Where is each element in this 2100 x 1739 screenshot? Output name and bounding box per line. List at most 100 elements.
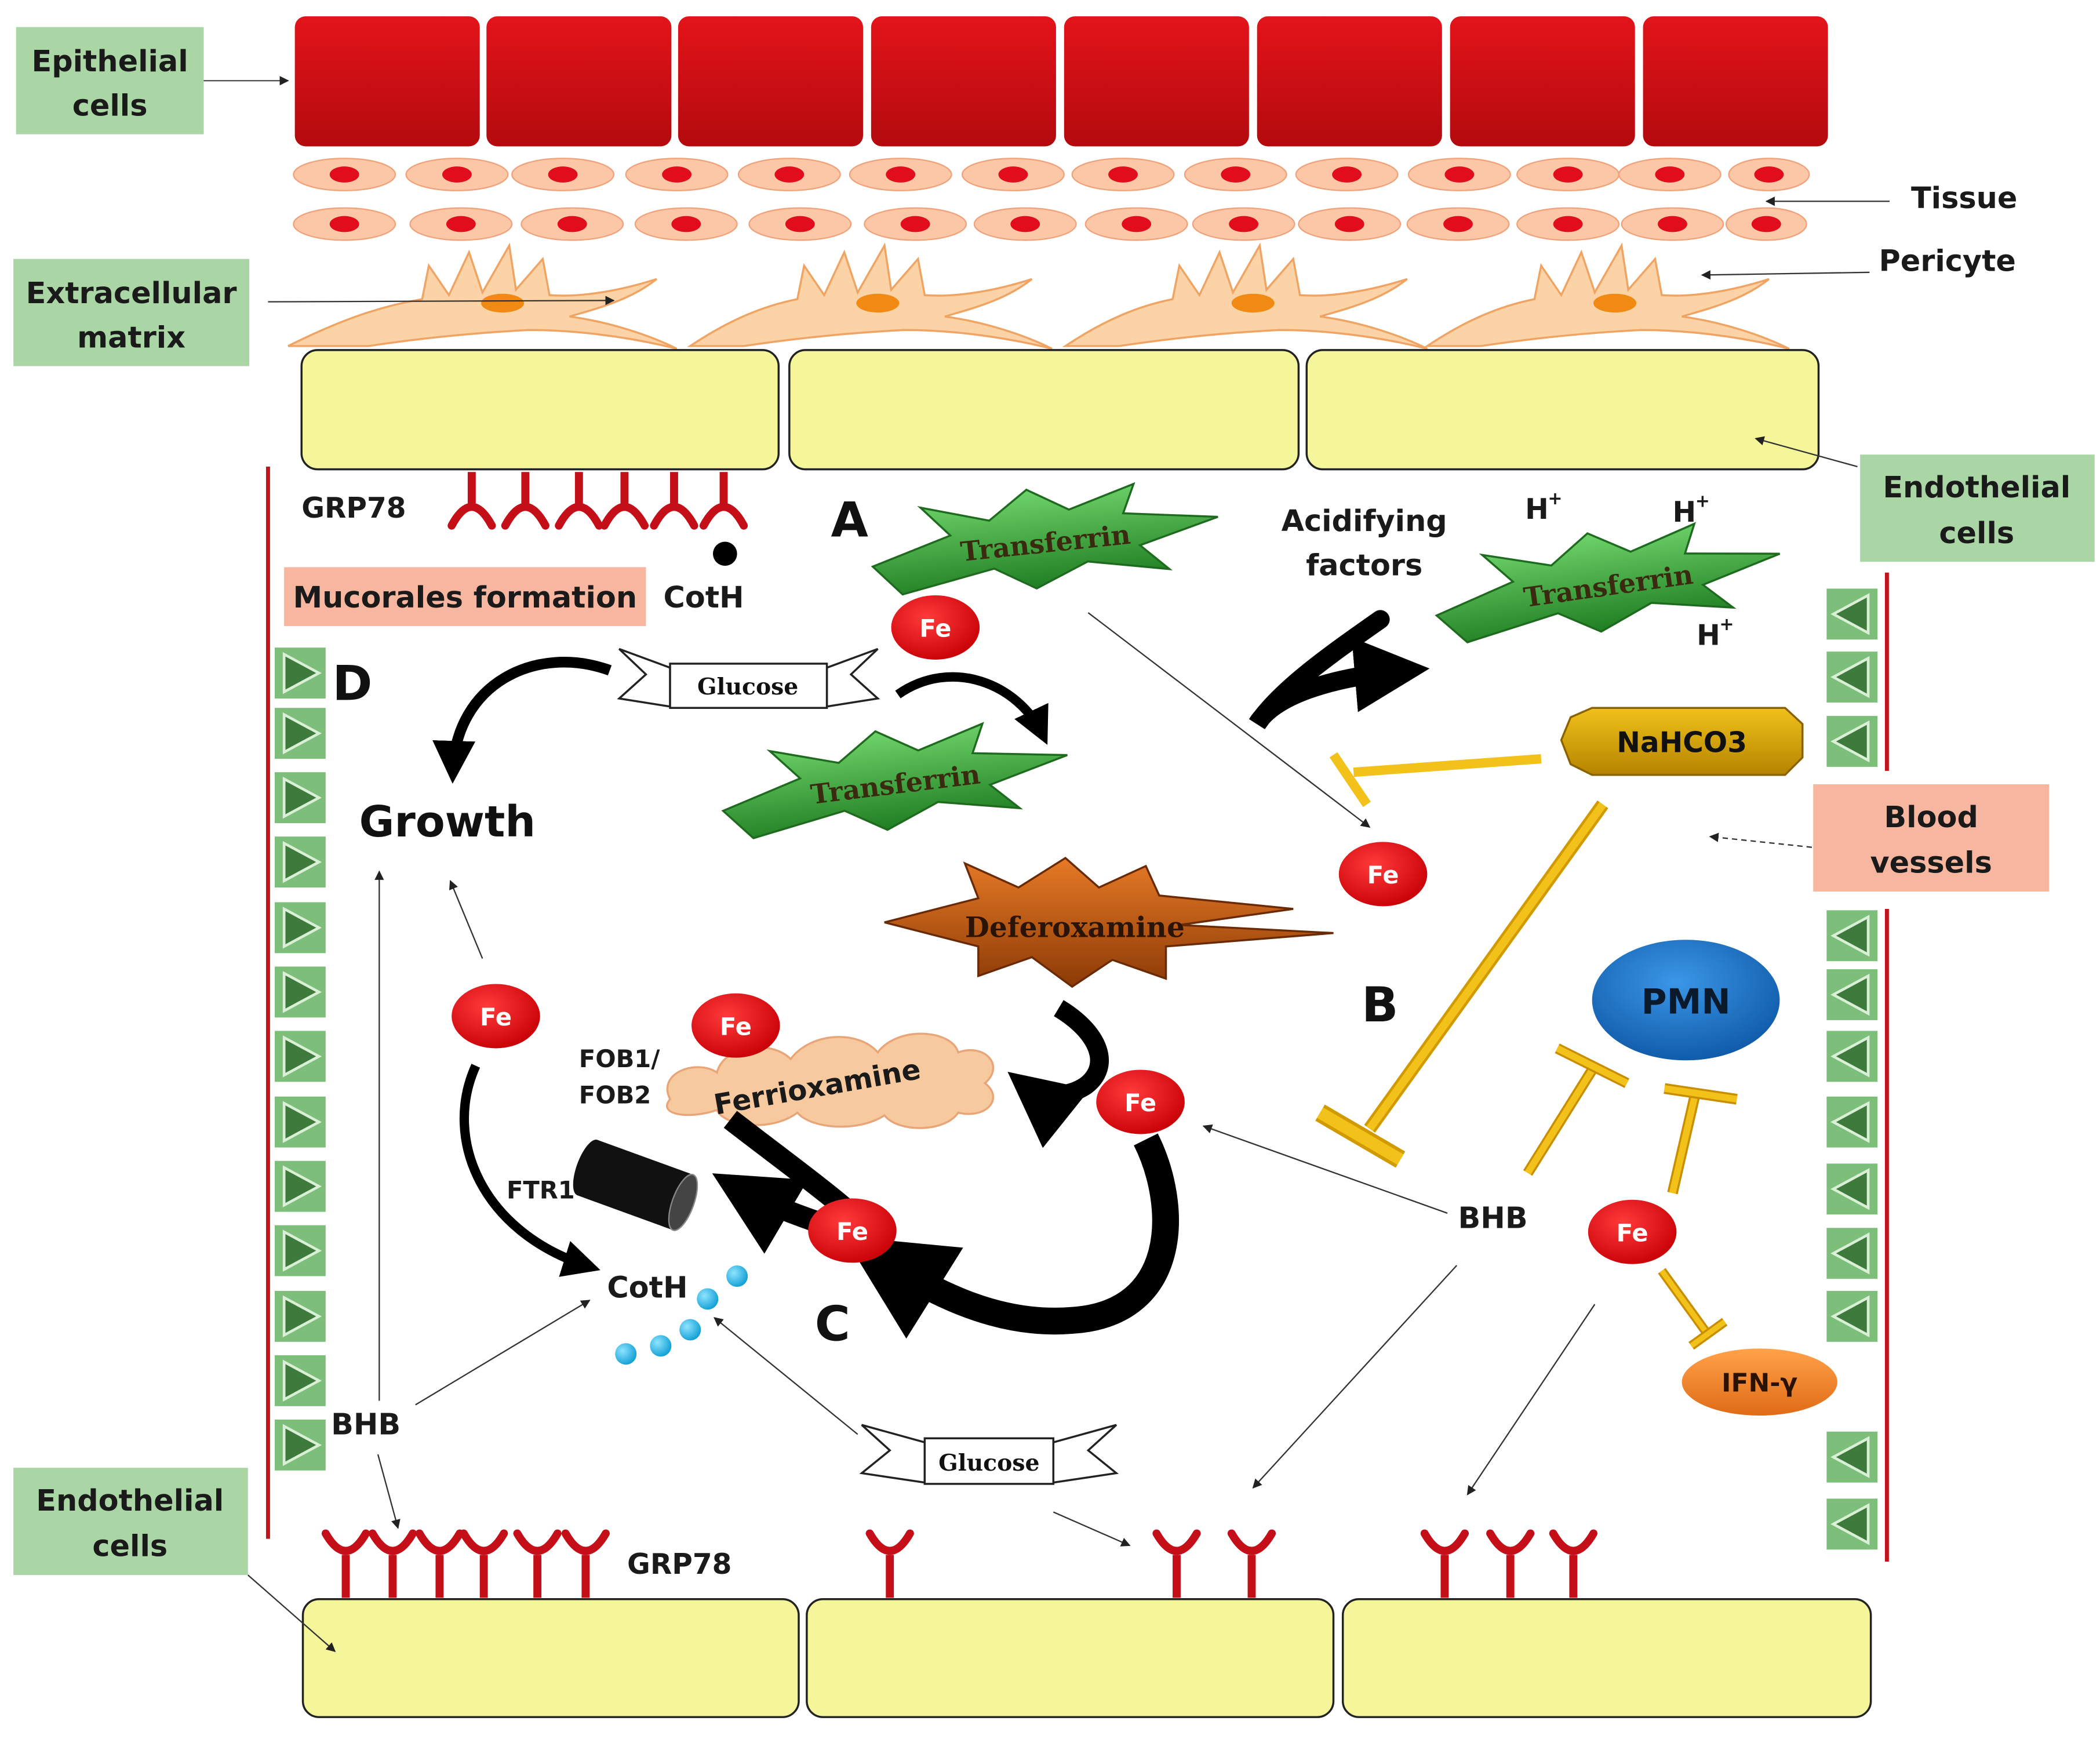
vessel-wall-tile <box>272 899 329 956</box>
grp78-receptor <box>447 472 496 530</box>
epithelial-cells-label: Epithelial cells <box>16 27 204 134</box>
tissue-cell <box>748 207 852 241</box>
vessel-wall-tile <box>272 769 329 826</box>
ifn-gamma-shape: IFN-γ <box>1682 1348 1837 1416</box>
svg-text:Fe: Fe <box>1617 1218 1648 1247</box>
grp78-receptor <box>501 472 549 530</box>
svg-text:Fe: Fe <box>919 614 951 643</box>
grp78-receptor <box>368 1529 417 1598</box>
transferrin-a: Transferrin <box>871 482 1218 596</box>
tissue-label: Tissue <box>1911 181 2017 215</box>
svg-text:Endothelial: Endothelial <box>1883 470 2070 504</box>
tissue-cell <box>737 158 841 191</box>
tissue-cell <box>1298 207 1402 241</box>
blood-vessels-label: Blood vessels <box>1813 784 2050 892</box>
grp78-receptor <box>460 1529 508 1598</box>
tissue-cell <box>1621 207 1724 241</box>
grp78-top-label: GRP78 <box>301 492 406 525</box>
inhibition-nahco3-b <box>1315 800 1608 1168</box>
acidifying-factors-label-2: factors <box>1306 548 1422 582</box>
coth-dot <box>713 541 737 566</box>
tissue-cell <box>1406 207 1510 241</box>
svg-text:Endothelial: Endothelial <box>36 1483 224 1518</box>
vessel-wall-tile <box>1824 649 1880 705</box>
deferoxamine-shape: Deferoxamine <box>884 857 1334 988</box>
svg-text:Deferoxamine: Deferoxamine <box>965 911 1185 944</box>
grp78-receptor <box>600 472 649 530</box>
svg-text:+: + <box>1695 491 1710 511</box>
tissue-cell <box>1084 207 1188 241</box>
tissue-cell <box>1725 207 1807 241</box>
tissue-cell <box>634 207 738 241</box>
vessel-wall-tile <box>272 1417 329 1474</box>
blood-vessels-pointer <box>1709 832 1813 848</box>
tissue-cell <box>1516 158 1620 191</box>
tissue-cell <box>521 207 624 241</box>
tissue-cell <box>293 207 396 241</box>
inhibition-fe-pmn <box>1664 1083 1738 1195</box>
tissue-cell <box>409 207 513 241</box>
vessel-wall-tile <box>272 1223 329 1279</box>
endothelial-cell-layer-top <box>300 349 1820 471</box>
cycle-arrow-bottom <box>843 1133 1179 1339</box>
thin-arrows <box>374 612 1596 1547</box>
glucose-to-growth-arrow <box>432 657 612 784</box>
svg-text:+: + <box>1548 489 1562 509</box>
vessel-wall-tile <box>272 1158 329 1215</box>
tissue-cell <box>961 158 1065 191</box>
vessel-wall-tile <box>272 963 329 1020</box>
vessel-wall-tile <box>1824 1225 1880 1282</box>
grp78-receptor <box>1420 1529 1469 1598</box>
vessel-wall-tile <box>1824 1429 1880 1486</box>
transferrin-d: Transferrin <box>721 722 1068 839</box>
tissue-cell <box>849 158 952 191</box>
tissue-cell <box>1618 158 1722 191</box>
svg-text:cells: cells <box>92 1529 168 1563</box>
acidifying-arrow <box>1249 610 1430 730</box>
fe-ion: Fe <box>1096 1069 1185 1134</box>
vessel-wall-tile <box>1824 713 1880 770</box>
h-plus-1: H + <box>1525 489 1562 526</box>
tissue-cell <box>1516 207 1620 241</box>
endothelial-cells-label-top: Endothelial cells <box>1860 454 2095 562</box>
grp78-receptor <box>1227 1529 1276 1598</box>
inhibition-bhb-pmn <box>1523 1043 1629 1176</box>
svg-text:Blood: Blood <box>1884 800 1978 834</box>
svg-text:Fe: Fe <box>836 1217 868 1246</box>
tissue-cell <box>1728 158 1810 191</box>
vessel-wall-tile <box>272 834 329 890</box>
tissue-cell-layer <box>293 158 1810 241</box>
svg-text:matrix: matrix <box>77 320 185 354</box>
tissue-cell <box>973 207 1077 241</box>
fob-label-2: FOB2 <box>579 1080 651 1109</box>
endothelial-bottom-pointer <box>247 1574 336 1652</box>
grp78-receptor <box>513 1529 562 1598</box>
svg-text:+: + <box>1719 614 1734 635</box>
fe-ion: Fe <box>1588 1199 1677 1264</box>
mucorales-formation-label: Mucorales formation <box>284 567 646 627</box>
h-plus-3: H + <box>1697 614 1734 652</box>
tissue-cell <box>864 207 967 241</box>
ferrioxamine-cloud: Ferrioxamine <box>666 1032 995 1129</box>
growth-label: Growth <box>359 797 536 847</box>
bhb-label-right: BHB <box>1458 1200 1528 1235</box>
svg-text:H: H <box>1525 493 1549 526</box>
svg-text:H: H <box>1697 620 1720 652</box>
inhibition-fe-ifn <box>1658 1268 1728 1350</box>
endothelial-top-pointer <box>1755 436 1858 468</box>
svg-text:Mucorales formation: Mucorales formation <box>293 580 637 614</box>
fe-ion: Fe <box>691 993 780 1058</box>
tissue-cell <box>625 158 729 191</box>
tissue-cell <box>405 158 509 191</box>
vessel-wall-tile <box>1824 966 1880 1023</box>
ecm-pointer <box>268 296 615 305</box>
pericyte-label: Pericyte <box>1879 243 2016 278</box>
vessel-wall-tile <box>1824 585 1880 642</box>
grp78-receptor <box>561 1529 610 1598</box>
fe-ion: Fe <box>1338 842 1428 907</box>
vessel-wall-tile <box>272 1028 329 1085</box>
vessel-wall-tile <box>1824 1094 1880 1151</box>
svg-text:PMN: PMN <box>1641 981 1730 1022</box>
